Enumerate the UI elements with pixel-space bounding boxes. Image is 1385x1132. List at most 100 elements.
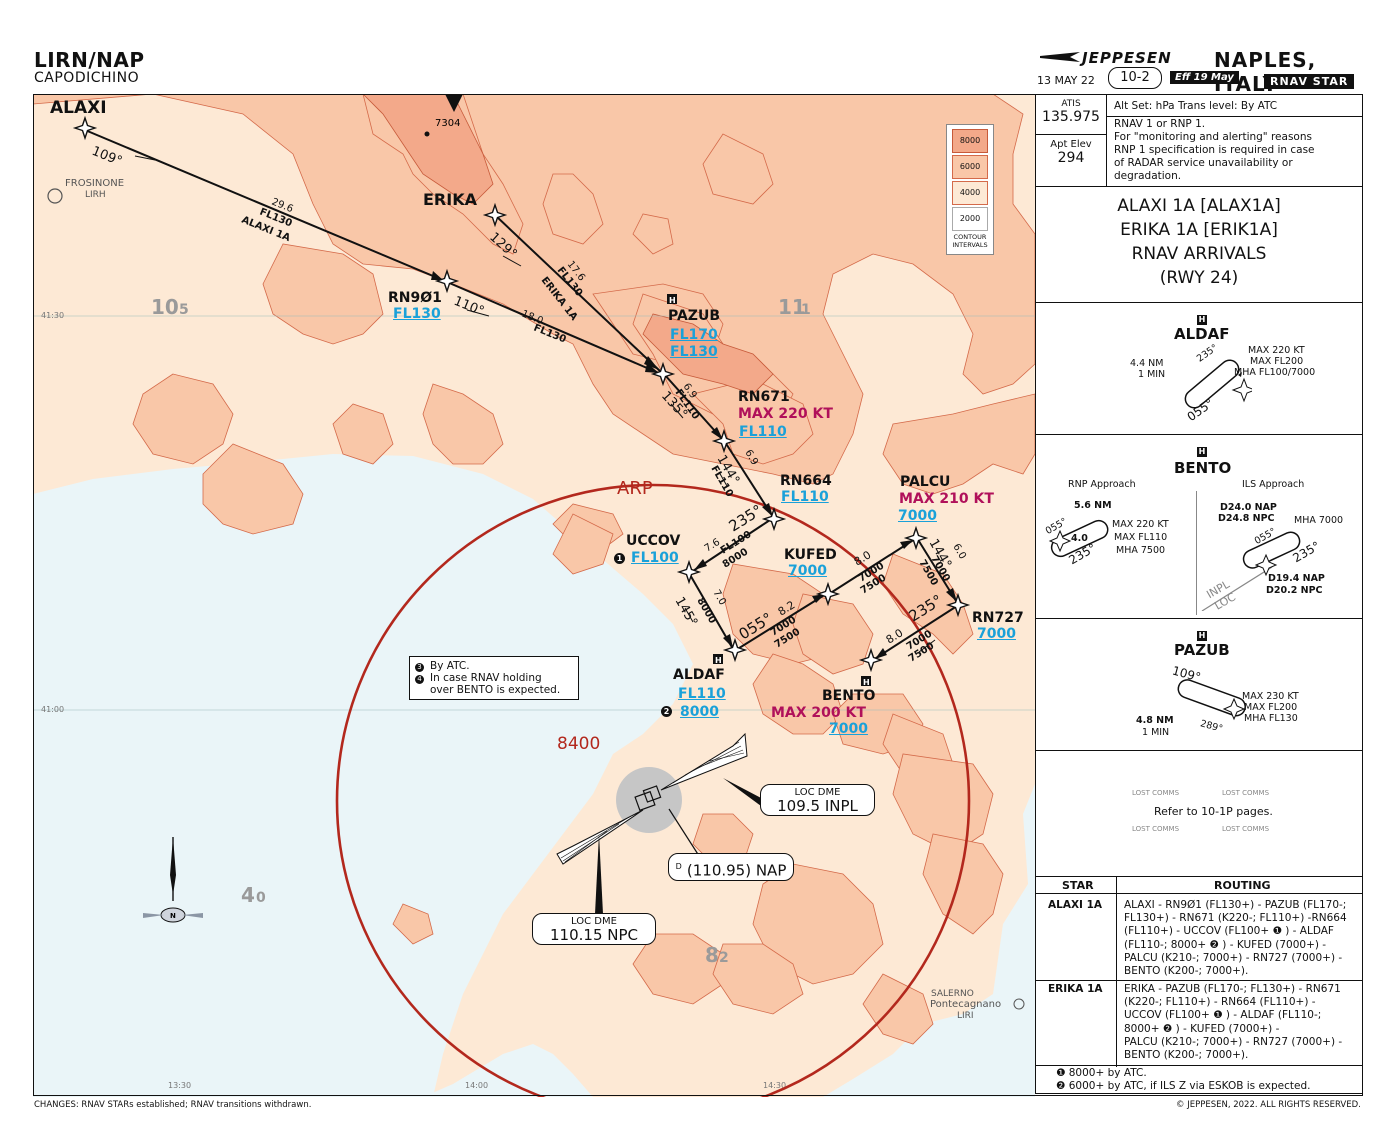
navaid-nap-box: D (110.95) NAP [668,853,794,881]
sea-area-south [33,454,693,1097]
jeppesen-logo-icon [1040,52,1080,62]
hold-bento-rnp-diagram [1048,519,1109,558]
hold-bento-box: H BENTO RNP Approach ILS Approach 5.6 NM… [1035,434,1363,620]
procedure-title-box: ALAXI 1A [ALAX1A] ERIKA 1A [ERIK1A] RNAV… [1035,186,1363,304]
contour-level: 6000 [952,155,988,179]
hold-bento-ils-title: ILS Approach [1242,479,1305,490]
svg-text:N: N [170,912,176,920]
svg-text:H: H [715,656,722,665]
chart-number: 10-2 [1108,67,1162,89]
airport-area [616,767,682,833]
hold-aldaf-speed: MAX 220 KT [1248,345,1305,356]
elevation-value: 294 [1057,150,1085,166]
note-4-text-cont: over BENTO is expected. [430,684,561,696]
fix-kufed: KUFED [784,547,837,563]
airport-salerno-name: Pontecagnano [930,999,1001,1010]
fix-rn901-alt: FL130 [393,306,441,322]
hold-pazub-mha: MHA FL130 [1244,713,1298,724]
routing-col-routing: ROUTING [1214,879,1271,892]
rnav-notes: RNAV 1 or RNP 1. For "monitoring and ale… [1114,118,1315,182]
pointer-npc [595,834,603,914]
airport-frosinone-code: LIRH [85,190,106,200]
localizer-hatch [560,741,745,863]
hold-bento-ils-d4: D20.2 NPC [1266,585,1323,596]
airport-runway-icon [634,790,656,812]
hold-bento-rnp-leg: 4.0 [1071,533,1088,544]
lost-comms-tag: LOST COMMS [1222,825,1270,833]
fix-rn671-speed: MAX 220 KT [738,406,833,422]
hold-aldaf-name: ALDAF [1174,325,1230,343]
airport-name: CAPODICHINO [34,70,140,86]
hold-aldaf-mha: MHA FL100/7000 [1234,367,1316,378]
lat-label-4130: 41:30 [41,311,64,320]
contour-level: 4000 [952,181,988,205]
hold-bento-ils-d1: D24.0 NAP [1220,502,1277,513]
hold-pazub-box: H PAZUB 109° 289° 4.8 NM 1 MIN MAX 230 K… [1035,618,1363,752]
route-lines [84,129,959,661]
fix-kufed-alt: 7000 [788,563,827,579]
hold-aldaf-diagram [1184,359,1252,409]
contour-label: INTERVALS [952,241,988,249]
lost-comms-box: LOST COMMS LOST COMMS LOST COMMS LOST CO… [1035,750,1363,878]
routing-alaxi-text: ALAXI - RN9Ø1 (FL130+) - PAZUB (FL170-; … [1124,899,1347,978]
hold-bento-rnp-title: RNP Approach [1068,479,1136,490]
grid-numbers: 10 5 11 1 4 0 8 2 [151,295,811,967]
navaid-inpl-box: LOC DME 109.5 INPL [760,784,875,816]
hold-bento-name: BENTO [1174,459,1232,477]
routing-col-star: STAR [1062,879,1094,892]
fix-rn727: RN727 [972,610,1024,626]
grid-number: 8 [705,943,719,967]
routing-note-2: ❷ 6000+ by ATC, if ILS Z via ESKOB is ex… [1056,1080,1311,1092]
fix-palcu-speed: MAX 210 KT [899,491,994,507]
hold-bento-rnp-distance: 5.6 NM [1074,500,1112,511]
navaid-npc-box: LOC DME 110.15 NPC [532,913,656,945]
atis-label: ATIS [1061,99,1081,109]
navaid-npc-freq: 110.15 NPC [550,926,638,944]
airport-frosinone: FROSINONE [65,178,124,189]
note-4-text: In case RNAV holding [430,672,542,684]
hold-bento-ils-d2: D24.8 NPC [1218,513,1275,524]
atis-frequency: 135.975 [1042,109,1100,125]
contour-level: 8000 [952,129,988,153]
fix-bento-alt: 7000 [829,721,868,737]
msa-altitude: 8400 [557,734,600,754]
note-2-icon: 2 [661,706,672,717]
hold-pazub-name: PAZUB [1174,641,1230,659]
spot-elevation: 7304 [435,118,460,129]
hold-aldaf-box: H ALDAF 4.4 NM 1 MIN 235° 055° MAX 220 K… [1035,302,1363,436]
svg-text:H: H [669,296,676,305]
elevation-label: Apt Elev [1050,139,1092,150]
fix-aldaf-alt-min: 8000 [680,704,719,720]
contour-level: 2000 [952,207,988,231]
routing-notes: ❶ 8000+ by ATC. ❷ 6000+ by ATC, if ILS Z… [1056,1067,1310,1093]
airport-runway-icon [642,785,662,803]
fix-rn901: RN9Ø1 [388,290,442,306]
procedure-title-runway: (RWY 24) [1159,268,1239,288]
fix-erika: ERIKA [423,190,477,209]
fix-rn664-alt: FL110 [781,489,829,505]
hold-bento-rnp-mha: MHA 7500 [1116,545,1166,556]
fix-pazub-alt-min: FL130 [670,344,718,360]
hold-pazub-distance: 4.8 NM [1136,715,1174,726]
brand-name: JEPPESEN [1082,49,1172,67]
north-arrow-icon: N [143,837,203,923]
arp-label: ARP [617,478,653,499]
hold-bento-rnp-speed: MAX 220 KT [1112,519,1169,530]
chart-type: RNAV STAR [1264,74,1355,89]
grid-number: 5 [179,302,189,318]
hold-pazub-speed: MAX 230 KT [1242,691,1299,702]
procedure-title-erika: ERIKA 1A [ERIK1A] [1120,220,1278,240]
effective-date: Eff 19 May [1170,71,1239,84]
spot-elevation-icon [424,131,430,137]
lon-label: 14:30 [763,1081,786,1090]
grid-number: 10 [151,295,179,319]
hold-aldaf-time: 1 MIN [1138,369,1166,380]
fix-pazub: PAZUB [668,308,721,324]
arp-ring [335,483,971,1097]
contour-label: CONTOUR [953,233,987,241]
lat-label-4100: 41:00 [41,705,64,714]
holding-icons: H H H [667,294,871,687]
grid-lines [33,315,1035,711]
terrain-4000 [362,94,774,395]
